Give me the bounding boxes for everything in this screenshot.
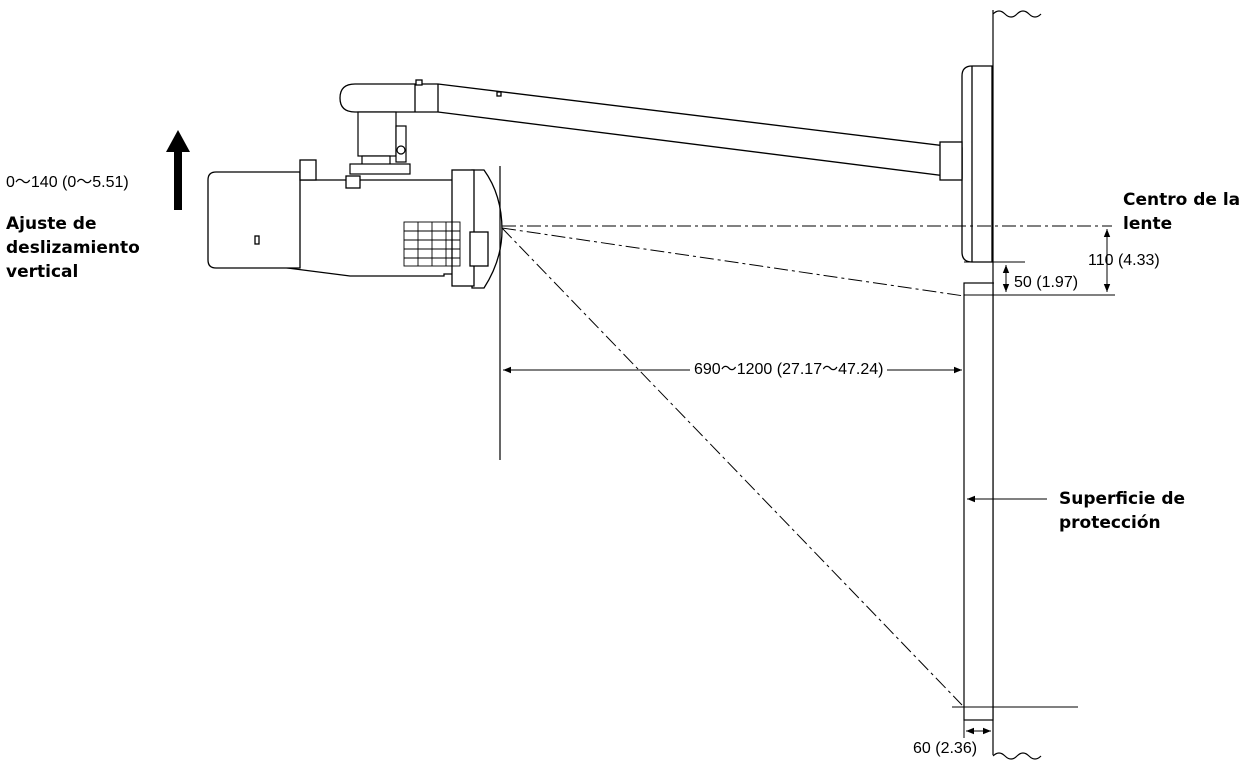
edge-offset-dimension: 50 (1.97) bbox=[1014, 274, 1079, 291]
dimension-arrows bbox=[503, 229, 1111, 735]
lens-offset-dimension: 110 (4.33) bbox=[1088, 252, 1160, 269]
wall-break-bottom bbox=[992, 752, 1042, 760]
mount-column bbox=[349, 111, 411, 175]
vertical-slide-label-line-3: vertical bbox=[6, 262, 79, 282]
wall-mount-plate bbox=[961, 65, 993, 263]
protection-surface-label-line-2: protección bbox=[1059, 513, 1161, 533]
vertical-slide-label-line-2: deslizamiento bbox=[6, 238, 140, 258]
extension-lines bbox=[952, 261, 1115, 738]
protection-surface-label: Superficie de protección bbox=[1059, 487, 1185, 535]
projector-vents bbox=[403, 221, 461, 267]
mount-arm bbox=[339, 79, 963, 181]
vertical-slide-label-line-1: Ajuste de bbox=[6, 214, 97, 234]
slide-range-dimension: 0～140 (0～5.51) bbox=[6, 174, 129, 192]
lens-center-label-line-1: Centro de la bbox=[1123, 190, 1241, 210]
projector bbox=[207, 159, 503, 289]
wall-gap-dimension: 60 (2.36) bbox=[913, 740, 978, 757]
projection-ray-top bbox=[501, 227, 965, 297]
up-arrow-icon bbox=[166, 130, 190, 210]
wall-break-top bbox=[992, 10, 1042, 18]
protection-surface-label-line-1: Superficie de bbox=[1059, 489, 1186, 509]
wall bbox=[992, 10, 1042, 760]
projection-ray-bottom bbox=[501, 227, 963, 706]
lens-to-surface-dimension: 690～1200 (27.17～47.24) bbox=[690, 361, 888, 379]
vertical-slide-label: Ajuste de deslizamiento vertical bbox=[6, 212, 140, 284]
lens-center-label: Centro de la lente bbox=[1123, 188, 1240, 236]
lens-center-label-line-2: lente bbox=[1123, 214, 1173, 234]
protection-surface bbox=[963, 282, 994, 721]
